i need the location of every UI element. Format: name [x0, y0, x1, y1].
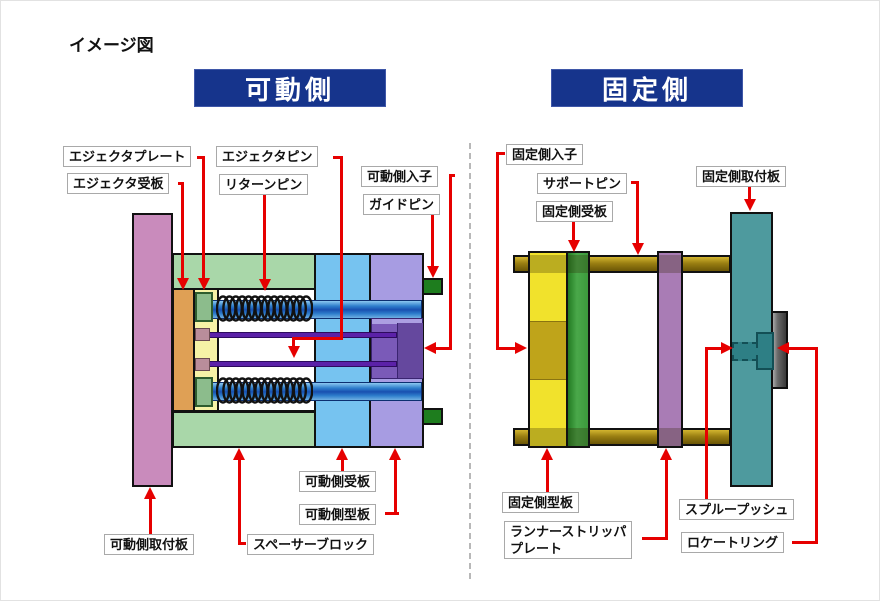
label-return-pin: リターンピン [219, 174, 309, 195]
label-ejector-retainer-plate: エジェクタ受板 [67, 173, 170, 194]
label-fixed-mold-plate: 固定側型板 [502, 492, 580, 513]
page-title: イメージ図 [69, 36, 154, 55]
guide-pin-top [422, 278, 443, 295]
return-pin-head-bottom [195, 377, 213, 407]
label-spacer-block: スペーサーブロック [247, 534, 375, 555]
label-fixed-insert: 固定側入子 [506, 144, 584, 165]
guide-pin-bottom [422, 408, 443, 425]
return-spring-top [216, 295, 313, 322]
spacer-block-bottom-shape [172, 411, 316, 448]
label-sprue-bush: スプループッシュ [679, 499, 795, 520]
spacer-block-top-shape [172, 253, 316, 290]
label-support-pin: サポートピン [537, 173, 628, 194]
movable-side-header: 可動側 [194, 69, 386, 107]
return-spring-bottom [216, 377, 313, 404]
fixed-mold-plate-shape [528, 251, 568, 448]
label-runner-stripper-plate: ランナーストリッパ プレート [504, 521, 633, 559]
sprue-bush-flange [756, 332, 774, 370]
runner-stripper-plate-shape [657, 251, 683, 448]
label-movable-mold-plate: 可動側型板 [299, 504, 377, 525]
label-locate-ring: ロケートリング [681, 532, 785, 553]
fixed-side-header: 固定側 [551, 69, 743, 107]
movable-insert-shape [371, 318, 423, 379]
fixed-support-plate-shape [566, 251, 590, 448]
fixed-insert-shape [530, 321, 566, 380]
label-ejector-plate: エジェクタプレート [63, 146, 192, 167]
ejector-pin-head-top [195, 328, 210, 341]
label-ejector-pin: エジェクタピン [216, 146, 319, 167]
label-fixed-support-plate: 固定側受板 [536, 201, 614, 222]
label-runner-stripper-line2: プレート [510, 541, 563, 556]
center-dashed-divider [469, 143, 471, 579]
label-fixed-mounting-plate: 固定側取付板 [696, 166, 787, 187]
label-guide-pin: ガイドピン [363, 194, 441, 215]
sprue-bush-shaft [732, 342, 758, 361]
ejector-retainer-plate-shape [172, 288, 195, 412]
label-movable-mounting-plate: 可動側取付板 [104, 534, 195, 555]
return-pin-head-top [195, 292, 213, 322]
ejector-pin-head-bottom [195, 358, 210, 371]
ejector-pin-bottom-shape [208, 361, 397, 367]
label-movable-support-plate: 可動側受板 [299, 471, 377, 492]
movable-mounting-plate-shape [132, 213, 173, 487]
label-runner-stripper-line1: ランナーストリッパ [510, 524, 627, 539]
label-movable-insert: 可動側入子 [361, 166, 439, 187]
